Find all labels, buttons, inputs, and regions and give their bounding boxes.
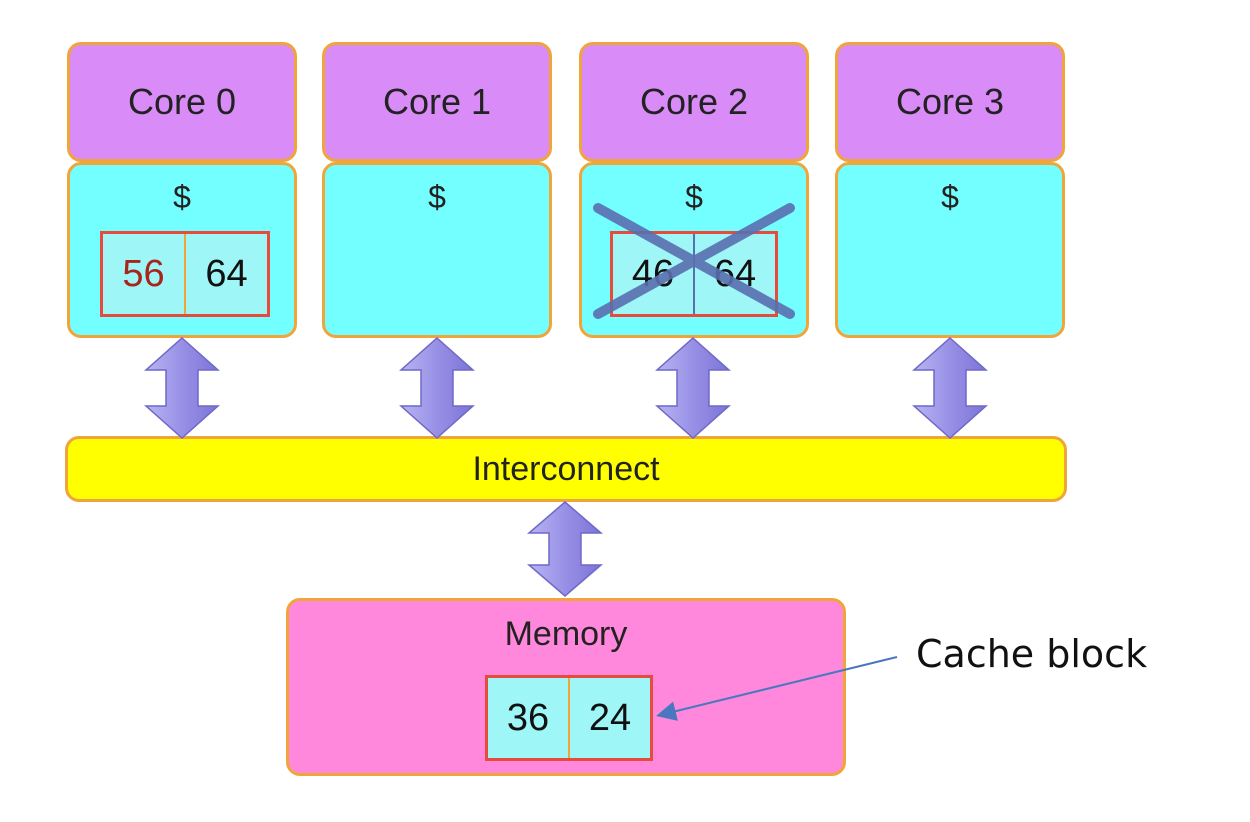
memory-label: Memory [504, 615, 628, 653]
interconnect-bus: Interconnect [65, 436, 1067, 502]
core-2-header: Core 2 [579, 42, 809, 162]
invalidated-cross-icon [593, 203, 795, 319]
cache-block-annotation: Cache block [916, 632, 1148, 676]
core-0-cache: $ 56 64 [67, 162, 297, 338]
core-0-cache-block: 56 64 [100, 231, 270, 317]
annotation-pointer-arrow-icon [656, 656, 898, 721]
memory-block-word-1: 24 [568, 678, 650, 758]
core-3-bus-arrow-icon [912, 336, 988, 440]
memory-block: 36 24 [485, 675, 653, 761]
core-1-cache: $ [322, 162, 552, 338]
core-2-label: Core 2 [639, 81, 749, 122]
core-3-cache-label: $ [941, 179, 959, 215]
core-1-label: Core 1 [382, 81, 492, 122]
core-1-bus-arrow-icon [399, 336, 475, 440]
core-0-block-word-1: 64 [184, 234, 267, 314]
core-0-block-word-0: 56 [122, 252, 165, 295]
core-3-cache: $ [835, 162, 1065, 338]
core-0-cache-label: $ [173, 179, 191, 215]
memory: Memory 36 24 [286, 598, 846, 776]
memory-bus-arrow-icon [526, 501, 604, 597]
core-1-cache-label: $ [428, 179, 446, 215]
core-1-header: Core 1 [322, 42, 552, 162]
core-2-cache-label: $ [685, 179, 703, 215]
core-0-label: Core 0 [127, 81, 237, 122]
core-3-header: Core 3 [835, 42, 1065, 162]
core-0-bus-arrow-icon [144, 336, 220, 440]
core-3-label: Core 3 [895, 81, 1005, 122]
interconnect-label: Interconnect [472, 449, 660, 488]
core-2-bus-arrow-icon [655, 336, 731, 440]
memory-block-word-0: 36 [506, 696, 550, 739]
core-0-header: Core 0 [67, 42, 297, 162]
